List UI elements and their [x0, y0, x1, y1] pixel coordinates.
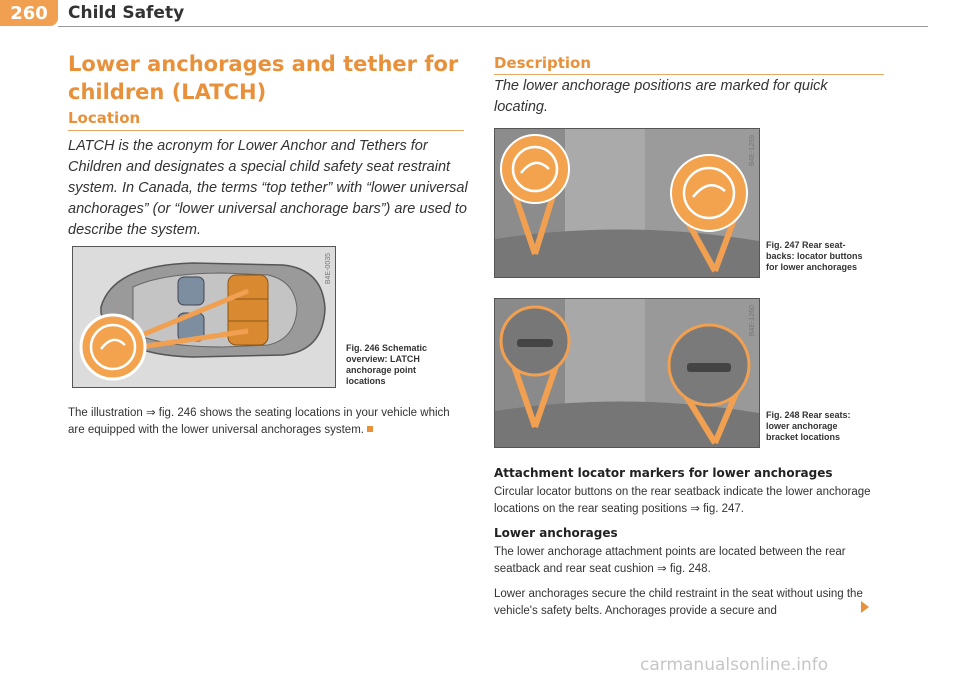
description-heading-rule — [494, 74, 884, 75]
location-body-text: The illustration ⇒ fig. 246 shows the se… — [68, 407, 450, 436]
page-header: 260 Child Safety — [0, 0, 960, 32]
header-divider — [58, 26, 928, 27]
figure-247-caption: Fig. 247 Rear seat-backs: locator button… — [766, 240, 863, 272]
section-end-marker — [366, 426, 373, 433]
figure-247: B4E-1259 — [494, 128, 760, 278]
location-heading: Location — [68, 109, 141, 127]
description-intro: The lower anchorage positions are marked… — [494, 78, 828, 115]
paragraph-anchorage-security: Lower anchorages secure the child restra… — [494, 588, 863, 617]
car-overview-illustration — [73, 247, 335, 387]
figure-248: B4E-1260 — [494, 298, 760, 448]
page-number: 260 — [0, 0, 58, 26]
page-title: Lower anchorages and tether for children… — [68, 52, 459, 104]
figure-248-code: B4E-1260 — [749, 305, 756, 337]
lower-anchorage-bracket-illustration — [495, 299, 759, 447]
section-title: Child Safety — [68, 3, 185, 23]
figure-246-code: B4E-0035 — [325, 253, 332, 285]
paragraph-locator-markers: Circular locator buttons on the rear sea… — [494, 486, 871, 515]
subheading-lower-anchorages: Lower anchorages — [494, 526, 618, 540]
figure-246-caption: Fig. 246 Schematic overview: LATCH ancho… — [346, 343, 428, 386]
paragraph-lower-anchorages: The lower anchorage attachment points ar… — [494, 546, 846, 575]
location-intro: LATCH is the acronym for Lower Anchor an… — [68, 138, 468, 238]
continue-arrow-icon — [861, 601, 869, 613]
description-heading: Description — [494, 54, 592, 72]
seatback-locator-illustration — [495, 129, 759, 277]
figure-248-caption: Fig. 248 Rear seats: lower anchorage bra… — [766, 410, 851, 442]
figure-246: B4E-0035 — [72, 246, 336, 388]
watermark: carmanualsonline.info — [640, 655, 829, 675]
location-body: The illustration ⇒ fig. 246 shows the se… — [68, 405, 468, 438]
subheading-locator-markers: Attachment locator markers for lower anc… — [494, 466, 833, 480]
location-heading-rule — [68, 130, 464, 131]
figure-247-code: B4E-1259 — [749, 135, 756, 167]
